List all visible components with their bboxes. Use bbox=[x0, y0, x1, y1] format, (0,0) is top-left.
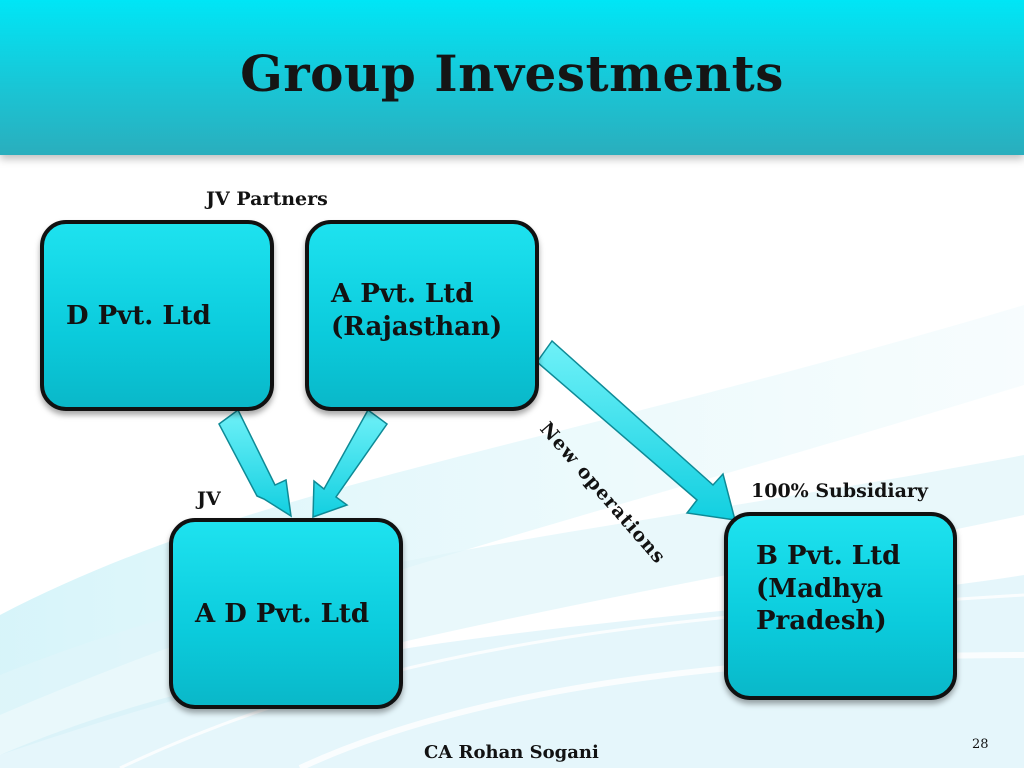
node-d-pvt-ltd: D Pvt. Ltd bbox=[40, 220, 274, 411]
node-ad-label: A D Pvt. Ltd bbox=[195, 599, 370, 629]
slide-title: Group Investments bbox=[240, 44, 784, 103]
footer-author: CA Rohan Sogani bbox=[424, 742, 599, 763]
jv-partners-label: JV Partners bbox=[206, 188, 328, 210]
node-b-label: B Pvt. Ltd (Madhya Pradesh) bbox=[756, 541, 901, 636]
arrow-d-to-ad bbox=[218, 408, 292, 518]
arrow-a-to-ad bbox=[312, 408, 389, 519]
node-a-label: A Pvt. Ltd (Rajasthan) bbox=[331, 279, 503, 342]
slide-number: 28 bbox=[972, 737, 989, 752]
node-ad-pvt-ltd: A D Pvt. Ltd bbox=[169, 518, 403, 709]
jv-label: JV bbox=[197, 488, 221, 510]
arrow-a-to-b bbox=[535, 339, 737, 521]
node-d-label: D Pvt. Ltd bbox=[66, 301, 211, 331]
node-a-pvt-ltd: A Pvt. Ltd (Rajasthan) bbox=[305, 220, 539, 411]
title-banner bbox=[0, 0, 1024, 155]
subsidiary-label: 100% Subsidiary bbox=[751, 480, 928, 502]
node-b-pvt-ltd: B Pvt. Ltd (Madhya Pradesh) bbox=[724, 512, 957, 700]
